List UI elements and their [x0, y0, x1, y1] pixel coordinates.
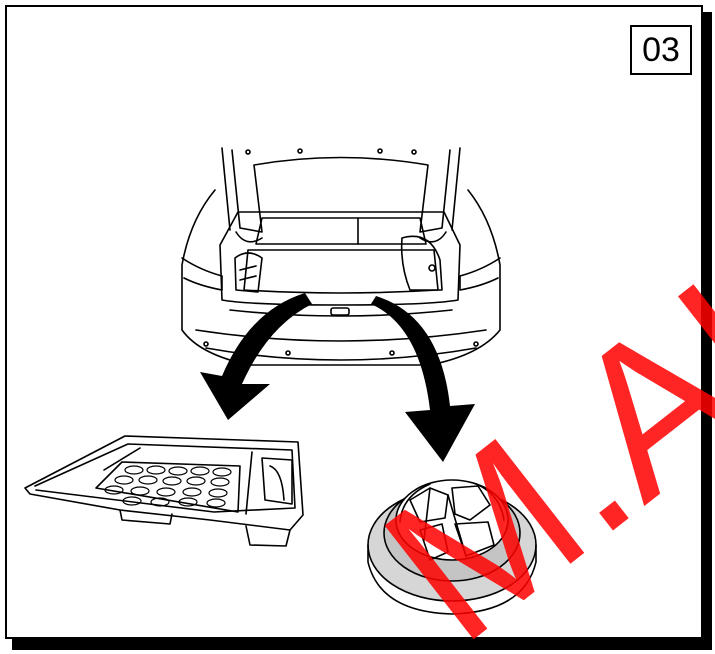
svg-text:M.AUT: M.AUT: [343, 98, 715, 654]
step-number-box: 03: [630, 25, 692, 75]
step-number: 03: [642, 30, 680, 69]
arrow-to-tray: [200, 293, 312, 420]
arrow-to-spare-wheel: [371, 296, 475, 462]
trunk-storage-tray: [24, 435, 304, 547]
watermark: M.AUT: [343, 98, 715, 654]
diagram-frame: [5, 5, 703, 639]
spare-wheel-foam-insert: [367, 479, 537, 615]
car-rear-open-trunk: [181, 147, 501, 366]
